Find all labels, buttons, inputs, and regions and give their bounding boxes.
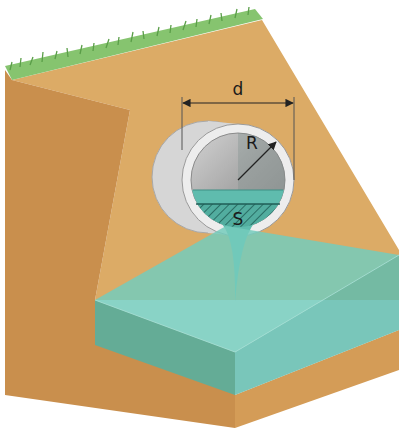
extension-line xyxy=(182,97,183,150)
water-front xyxy=(95,300,235,395)
water-level xyxy=(193,190,283,191)
water-side xyxy=(235,255,399,395)
dimension-label: S xyxy=(233,211,244,228)
grass-tufts xyxy=(10,7,249,70)
grass-top xyxy=(5,9,263,80)
dimension-label: R xyxy=(246,135,258,152)
dimension-line xyxy=(183,102,293,103)
water-edge xyxy=(95,300,235,352)
extension-line xyxy=(294,97,295,180)
water-edge xyxy=(235,255,399,352)
section-chord xyxy=(196,203,280,205)
pipe-rim xyxy=(182,124,294,236)
dimension-label: d xyxy=(233,81,244,98)
pipe-shade xyxy=(238,133,290,190)
